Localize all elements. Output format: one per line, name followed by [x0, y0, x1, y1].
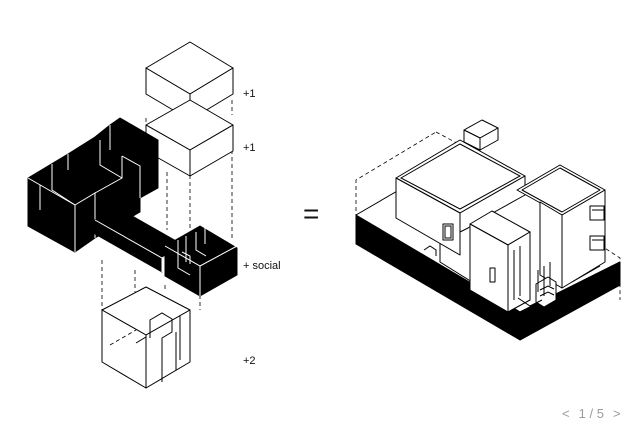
ground-floor-block — [101, 286, 191, 389]
previous-slide-button[interactable]: < — [562, 406, 570, 421]
next-slide-button[interactable]: > — [612, 406, 621, 421]
pager-separator: / — [589, 406, 594, 421]
combined-house-axonometric — [355, 119, 621, 341]
current-slide-number: 1 — [578, 406, 586, 421]
pager-count: 1 / 5 — [579, 406, 604, 421]
social-block-label: + social — [243, 260, 281, 272]
equals-sign: = — [303, 198, 320, 229]
upper-block-label-top: +1 — [243, 88, 256, 100]
slide-pager: < 1 / 5 > — [562, 406, 621, 421]
total-slide-count: 5 — [596, 406, 604, 421]
social-block — [27, 117, 238, 297]
upper-block-label-middle: +1 — [243, 142, 256, 154]
ground-block-label: +2 — [243, 355, 256, 367]
upper-floor-block-middle — [145, 99, 234, 177]
